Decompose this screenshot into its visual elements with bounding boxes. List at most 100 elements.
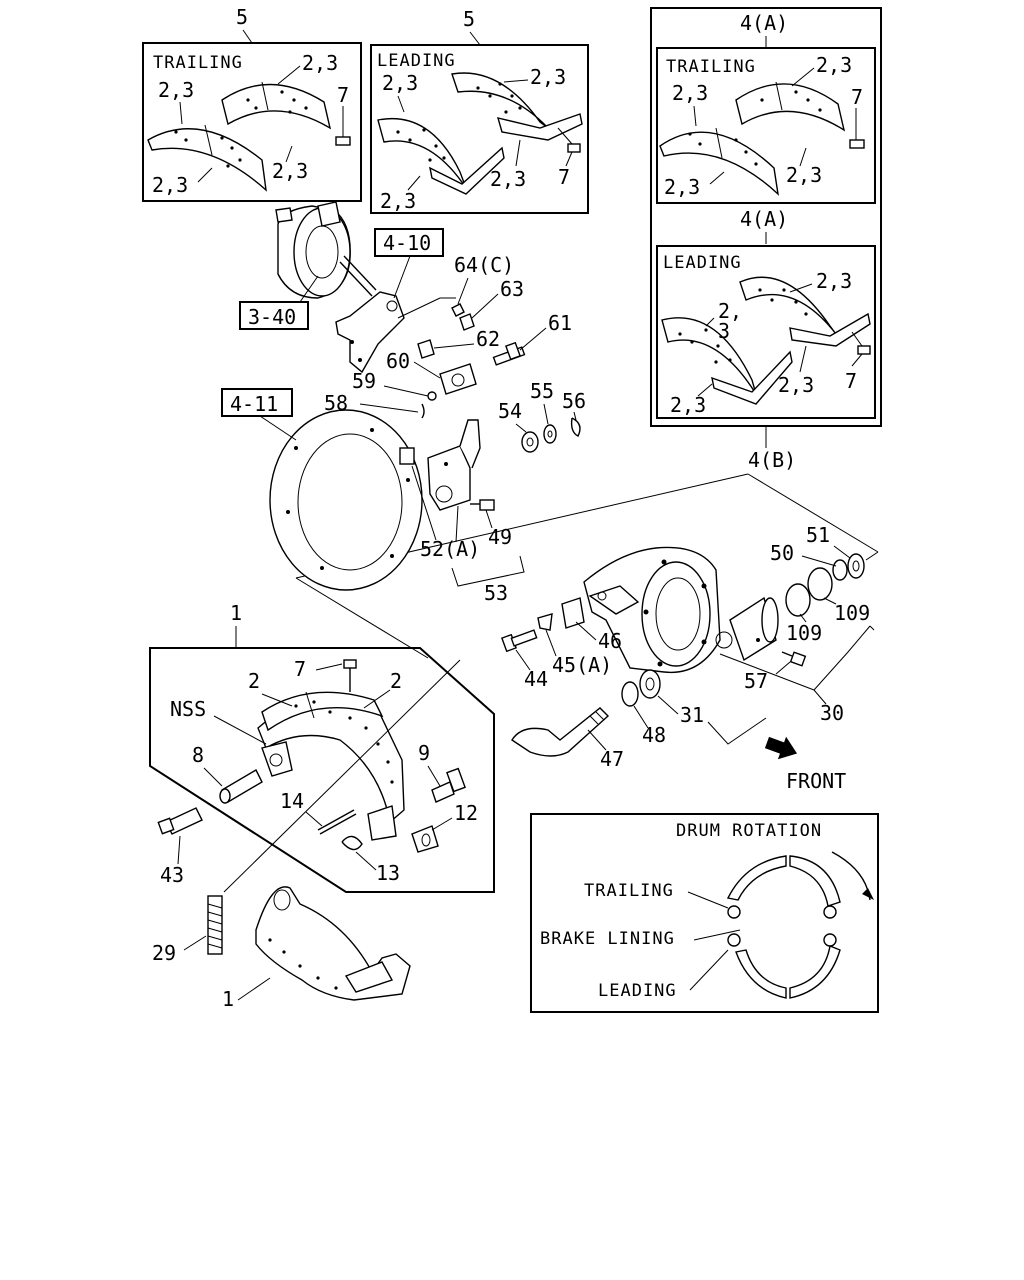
- washer-59: [427, 391, 437, 401]
- pin-43: [157, 807, 203, 835]
- front-arrow-icon: [764, 736, 798, 760]
- callout-60: 60: [386, 349, 410, 373]
- ref-3-40: 3-40: [248, 305, 296, 329]
- trailing-left-label-b: 2,3: [158, 78, 194, 102]
- trailing-right-label-d: 2,3: [664, 175, 700, 199]
- callout-64c: 64(C): [454, 253, 514, 277]
- brake-chamber: [275, 201, 377, 299]
- trailing-left-label-c: 7: [337, 83, 349, 107]
- callout-29: 29: [152, 941, 176, 965]
- callout-46: 46: [598, 629, 622, 653]
- bushing: [399, 447, 415, 465]
- callout-56: 56: [562, 389, 586, 413]
- grease-nipple-57: [781, 651, 807, 667]
- trailing-right-label-e: 2,3: [786, 163, 822, 187]
- callout-61: 61: [548, 311, 572, 335]
- nut-62: [417, 339, 435, 359]
- pin-9: [431, 767, 466, 803]
- leading-shoe-right: [789, 945, 841, 999]
- washer-55: [543, 424, 557, 444]
- shoe-assembly-box: [149, 647, 495, 893]
- leading-right-label-b2: 3: [718, 319, 730, 343]
- trailing-shoe-left: [726, 855, 787, 901]
- callout-12: 12: [454, 801, 478, 825]
- washer-48: [621, 681, 639, 707]
- roller-8: [219, 769, 263, 804]
- callout-47: 47: [600, 747, 624, 771]
- callout-55: 55: [530, 379, 554, 403]
- leading-right-label-b: 2,: [718, 299, 742, 323]
- callout-62: 62: [476, 327, 500, 351]
- callout-57: 57: [744, 669, 768, 693]
- callout-7: 7: [294, 657, 306, 681]
- leading-left-label-b: 2,3: [530, 65, 566, 89]
- bolt-61: [492, 341, 526, 366]
- leading-left-label-c: 2,3: [490, 167, 526, 191]
- callout-8: 8: [192, 743, 204, 767]
- drum-rotation-title: DRUM ROTATION: [676, 821, 822, 841]
- bolt-44: [501, 629, 538, 653]
- trailing-lining-box-right: TRAILING 2,3 2,3 7 2,3 2,3: [656, 47, 876, 204]
- callout-31: 31: [680, 703, 704, 727]
- lock-plate-45a: [537, 613, 553, 631]
- cotter-pin-64c: [451, 303, 465, 317]
- callout-63: 63: [500, 277, 524, 301]
- leading-right-label-c: 2,3: [778, 373, 814, 397]
- callout-30: 30: [820, 701, 844, 725]
- leading-right-title: LEADING: [663, 253, 742, 273]
- clevis-60: [439, 363, 477, 395]
- leading-left-label-a: 2,3: [382, 71, 418, 95]
- callout-2a: 2: [248, 669, 260, 693]
- ref-4-11: 4-11: [230, 392, 278, 416]
- leading-left-label-d: 7: [558, 165, 570, 189]
- seal-50: [832, 559, 848, 581]
- bushing-109: [785, 567, 833, 617]
- spring-29: [207, 895, 223, 955]
- callout-44: 44: [524, 667, 548, 691]
- trailing-right-label-b: 2,3: [672, 81, 708, 105]
- callout-4a-top: 4(A): [740, 11, 788, 35]
- slack-adjuster: [427, 419, 481, 511]
- legend-trailing: TRAILING: [584, 881, 674, 901]
- callout-49: 49: [488, 525, 512, 549]
- camshaft-47: [511, 707, 610, 757]
- leading-left-label-e: 2,3: [380, 189, 416, 213]
- callout-54: 54: [498, 399, 522, 423]
- leading-lining-box-right: LEADING 2,3 2, 3 2,3 7 2,3: [656, 245, 876, 419]
- callout-9: 9: [418, 741, 430, 765]
- brake-shoe-assembly: [257, 691, 405, 841]
- callout-109a: 109: [834, 601, 870, 625]
- trailing-shoe-right: [789, 855, 841, 907]
- callout-13: 13: [376, 861, 400, 885]
- callout-5-left: 5: [236, 5, 248, 29]
- callout-109b: 109: [786, 621, 822, 645]
- front-label: FRONT: [786, 769, 846, 793]
- rotation-arrow-icon: [862, 888, 874, 900]
- clip-13: [341, 835, 363, 851]
- trailing-right-label-c: 7: [851, 85, 863, 109]
- trailing-lining-box-left: TRAILING 2,3 2,3 7 2,3 2,3: [142, 42, 362, 202]
- leading-right-label-e: 2,3: [670, 393, 706, 417]
- callout-14: 14: [280, 789, 304, 813]
- leading-box-left-title: LEADING: [377, 51, 456, 71]
- nut-63: [459, 313, 475, 331]
- grease-fitting-51: [847, 553, 865, 579]
- chamber-bracket: [335, 291, 405, 374]
- callout-1-top: 1: [230, 601, 242, 625]
- callout-2b: 2: [390, 669, 402, 693]
- callout-52a: 52(A): [420, 537, 480, 561]
- washer-46: [561, 597, 585, 629]
- leading-shoe-left: [735, 949, 787, 999]
- grease-nipple-49: [470, 499, 495, 511]
- callout-4a-mid: 4(A): [740, 207, 788, 231]
- snap-ring-56: [570, 417, 581, 437]
- roller-12: [411, 825, 439, 853]
- ref-4-10: 4-10: [383, 231, 431, 255]
- legend-leading: LEADING: [598, 981, 677, 1001]
- pin-58: [421, 403, 425, 419]
- seal-31: [639, 669, 661, 699]
- pin-14: [317, 809, 355, 831]
- ref-box-3-40: [239, 301, 309, 330]
- drum-rotation-legend: DRUM ROTATION TRAILING BRAKE LINING LEAD…: [530, 813, 879, 1013]
- dust-cover: [269, 409, 423, 591]
